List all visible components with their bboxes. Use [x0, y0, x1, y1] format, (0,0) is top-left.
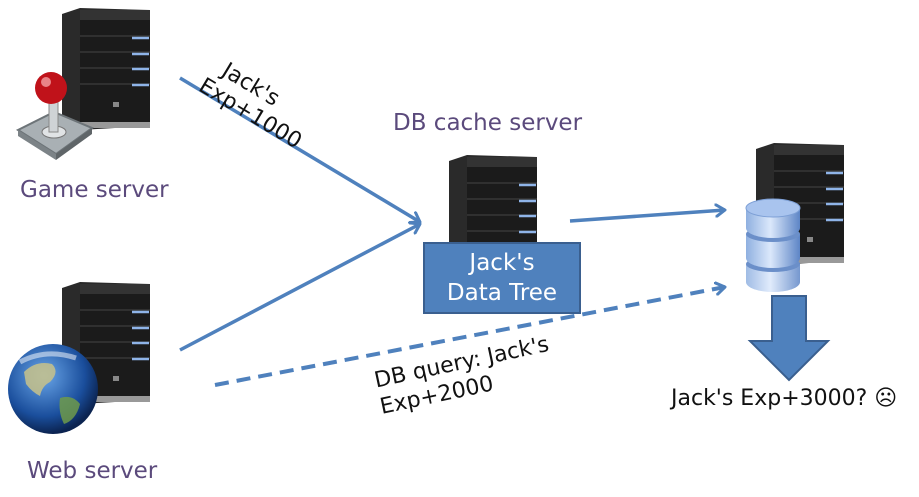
- data-tree-line2: Data Tree: [446, 280, 558, 306]
- server-tower-icon: [62, 8, 150, 130]
- server-tower-icon: [449, 155, 537, 255]
- web-server-label: Web server: [27, 458, 158, 484]
- database-icon: [743, 196, 803, 296]
- arrow-web-to-cache: [179, 224, 420, 352]
- cache-server-node: [445, 155, 540, 255]
- data-tree-line1: Jack's: [469, 250, 535, 276]
- arrow-game-to-cache: [179, 76, 420, 222]
- game-server-label: Game server: [20, 177, 169, 203]
- result-text: Jack's Exp+3000? ☹: [671, 386, 898, 411]
- joystick-icon: [14, 70, 95, 160]
- arrow-cache-to-db: [569, 210, 725, 223]
- globe-icon: [6, 342, 100, 436]
- game-server-node: [58, 8, 153, 133]
- result-down-arrow: [747, 295, 831, 382]
- data-tree-box: Jack's Data Tree: [423, 242, 581, 314]
- cache-server-label: DB cache server: [393, 110, 583, 136]
